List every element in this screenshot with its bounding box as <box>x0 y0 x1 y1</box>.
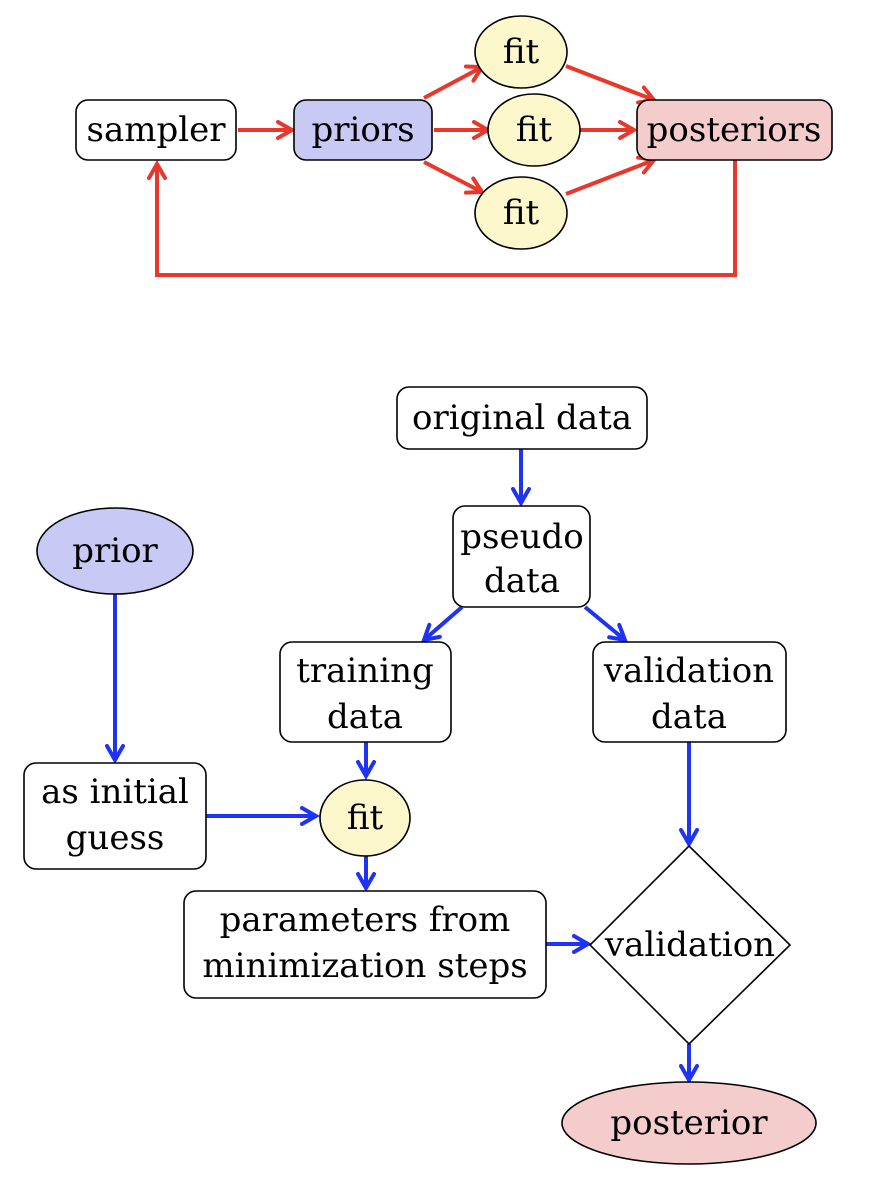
bottom-diagram: original data pseudo data prior training… <box>23 386 817 1165</box>
node-prior-label: prior <box>72 531 158 571</box>
node-sampler-label: sampler <box>87 110 227 150</box>
node-fit-label: fit <box>347 798 384 838</box>
edge-fit-top-posteriors <box>565 64 658 105</box>
node-parameters <box>183 890 547 999</box>
node-training-data <box>279 641 452 743</box>
node-fit <box>319 779 411 857</box>
edge-priors-fit-bot <box>423 160 486 195</box>
node-fit-mid-label: fit <box>516 110 553 150</box>
node-parameters-line1: parameters from <box>220 900 511 940</box>
node-training-data-line1: training <box>296 651 434 691</box>
node-fit-top-label: fit <box>503 32 540 72</box>
node-initial-guess-line2: guess <box>66 818 165 858</box>
node-posterior-label: posterior <box>610 1103 768 1143</box>
node-validation-decision <box>588 844 792 1046</box>
node-original-data-label: original data <box>412 398 632 438</box>
edge-pseudo-validation-data <box>583 605 629 643</box>
node-priors <box>293 99 433 161</box>
node-prior <box>36 507 194 595</box>
node-fit-mid <box>487 93 581 167</box>
node-validation-data-line1: validation <box>603 651 774 691</box>
node-pseudo-data-line1: pseudo <box>460 517 583 557</box>
node-fit-bot-label: fit <box>503 193 540 233</box>
node-posterior <box>561 1081 817 1165</box>
node-priors-label: priors <box>311 110 414 150</box>
node-fit-top <box>474 15 568 89</box>
edge-priors-fit-top <box>423 64 486 100</box>
node-training-data-line2: data <box>327 697 403 737</box>
node-posteriors-label: posteriors <box>647 110 822 150</box>
node-initial-guess-line1: as initial <box>41 772 189 812</box>
node-posteriors <box>636 99 833 161</box>
node-fit-bot <box>474 176 568 250</box>
node-original-data <box>396 386 648 450</box>
edge-fit-bot-posteriors <box>565 155 658 196</box>
node-sampler <box>75 99 237 161</box>
edge-pseudo-training <box>420 605 464 643</box>
node-pseudo-data-line2: data <box>484 561 560 601</box>
node-validation-data-line2: data <box>651 697 727 737</box>
node-parameters-line2: minimization steps <box>202 946 527 986</box>
node-initial-guess <box>23 762 207 870</box>
node-validation-data <box>592 641 787 743</box>
node-pseudo-data <box>452 505 591 608</box>
node-validation-label: validation <box>604 925 775 965</box>
edge-posteriors-sampler-loop <box>147 159 737 277</box>
top-diagram: sampler priors fit fit fit posteriors <box>75 15 833 277</box>
